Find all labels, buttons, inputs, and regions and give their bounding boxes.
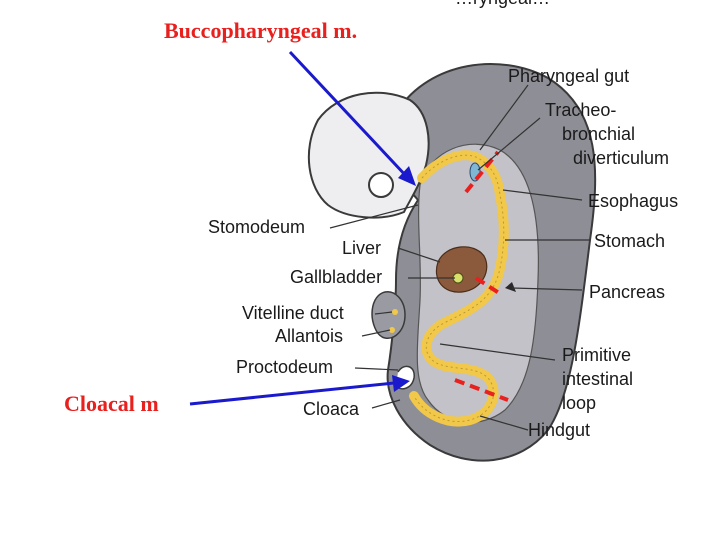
boundary-dash-hindgut [454, 378, 509, 402]
leader-lines [329, 84, 590, 431]
eye-vesicle [368, 172, 394, 198]
label-gallbladder: Gallbladder [290, 267, 382, 287]
label-esophagus: Esophagus [588, 191, 678, 211]
label-tracheo-3: diverticulum [573, 148, 669, 168]
cloacal-callout: Cloacal m [64, 391, 159, 416]
label-cloaca: Cloaca [303, 399, 360, 419]
label-proctodeum: Proctodeum [236, 357, 333, 377]
allantois-dot-2 [389, 327, 395, 333]
label-primitive-1: Primitive [562, 345, 631, 365]
label-tracheo-1: Tracheo- [545, 100, 616, 120]
liver [435, 246, 488, 293]
allantois-dot [392, 309, 398, 315]
vitelline-stalk [371, 291, 406, 339]
label-pharyngeal-gut: Pharyngeal gut [508, 66, 629, 86]
label-vitelline-duct: Vitelline duct [242, 303, 344, 323]
label-allantois: Allantois [275, 326, 343, 346]
label-tracheo-2: bronchial [562, 124, 635, 144]
label-pancreas: Pancreas [589, 282, 665, 302]
label-stomach: Stomach [594, 231, 665, 251]
cropped-top-text: …ryngeal… [455, 0, 550, 8]
label-primitive-2: intestinal [562, 369, 633, 389]
label-liver: Liver [342, 238, 381, 258]
boundary-dash-foregut [464, 150, 500, 194]
buccopharyngeal-arrow [288, 50, 416, 186]
gut-tube-outline [413, 154, 505, 422]
pancreas-shape [505, 282, 516, 292]
label-stomodeum: Stomodeum [208, 217, 305, 237]
label-primitive-3: loop [562, 393, 596, 413]
boundary-dash-midgut [474, 276, 504, 297]
head-fold [307, 91, 430, 219]
buccopharyngeal-callout: Buccopharyngeal m. [164, 18, 357, 43]
cloacal-arrow [189, 375, 410, 406]
label-hindgut: Hindgut [528, 420, 590, 440]
